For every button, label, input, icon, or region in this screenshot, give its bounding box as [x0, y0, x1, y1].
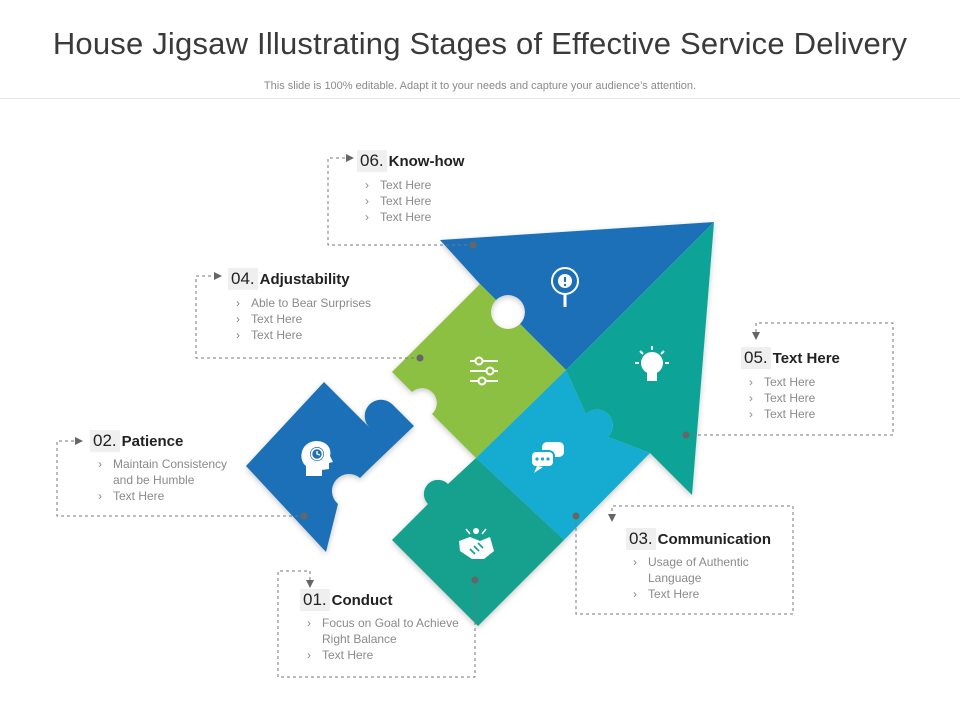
list-item: Text Here: [304, 647, 464, 663]
stage-05-label: 05.Text Here: [741, 347, 840, 369]
header-divider: [0, 98, 960, 99]
piece-patience: [246, 382, 414, 552]
connector-04: [195, 275, 420, 359]
handshake-icon: [459, 528, 494, 559]
stage-03-number: 03.: [626, 528, 656, 550]
stage-06-title: Know-how: [388, 153, 465, 170]
list-item: Text Here: [746, 406, 886, 422]
piece-text-here: [566, 222, 714, 495]
list-item: Text Here: [630, 586, 780, 602]
stage-04-label: 04.Adjustability: [228, 268, 350, 290]
stage-02-list: Maintain Consistency and be Humble Text …: [95, 456, 245, 504]
stage-01-title: Conduct: [331, 592, 393, 609]
list-item: Text Here: [362, 177, 512, 193]
list-item: Text Here: [362, 209, 512, 225]
stage-01-label: 01.Conduct: [300, 589, 392, 611]
stage-02-number: 02.: [90, 430, 120, 452]
list-item: Text Here: [746, 390, 886, 406]
stage-03-label: 03.Communication: [626, 528, 771, 550]
list-item: Able to Bear Surprises: [233, 295, 403, 311]
sliders-icon: [470, 356, 498, 386]
stage-03-list: Usage of Authentic Language Text Here: [630, 554, 780, 602]
list-item: Text Here: [362, 193, 512, 209]
lightbulb-icon: [635, 346, 669, 381]
stage-02-label: 02.Patience: [90, 430, 183, 452]
connector-01: [277, 570, 476, 678]
stage-05-title: Text Here: [772, 350, 840, 367]
stage-04-number: 04.: [228, 268, 258, 290]
stage-05-list: Text Here Text Here Text Here: [746, 374, 886, 422]
list-item: Text Here: [746, 374, 886, 390]
stage-02-title: Patience: [121, 433, 184, 450]
stage-04-list: Able to Bear Surprises Text Here Text He…: [233, 295, 403, 343]
page-subtitle: This slide is 100% editable. Adapt it to…: [263, 80, 697, 92]
list-item: Text Here: [233, 311, 403, 327]
piece-know-how: [440, 222, 714, 370]
stage-04-title: Adjustability: [259, 271, 350, 288]
connector-02: [56, 440, 304, 517]
stage-06-label: 06.Know-how: [357, 150, 464, 172]
stage-05-number: 05.: [741, 347, 771, 369]
connector-06: [327, 157, 473, 246]
stage-06-list: Text Here Text Here Text Here: [362, 177, 512, 225]
connector-03: [575, 505, 794, 615]
list-item: Maintain Consistency and be Humble: [95, 456, 245, 488]
list-item: Text Here: [95, 488, 245, 504]
head-clock-icon: [301, 441, 333, 476]
stage-03-title: Communication: [657, 531, 771, 548]
stage-06-number: 06.: [357, 150, 387, 172]
page-title: House Jigsaw Illustrating Stages of Effe…: [52, 26, 908, 61]
search-alert-icon: [551, 267, 579, 307]
connector-05: [686, 322, 894, 436]
chat-bubbles-icon: [530, 442, 564, 473]
list-item: Usage of Authentic Language: [630, 554, 780, 586]
list-item: Focus on Goal to Achieve Right Balance: [304, 615, 464, 647]
stage-01-number: 01.: [300, 589, 330, 611]
stage-01-list: Focus on Goal to Achieve Right Balance T…: [304, 615, 464, 663]
list-item: Text Here: [233, 327, 403, 343]
